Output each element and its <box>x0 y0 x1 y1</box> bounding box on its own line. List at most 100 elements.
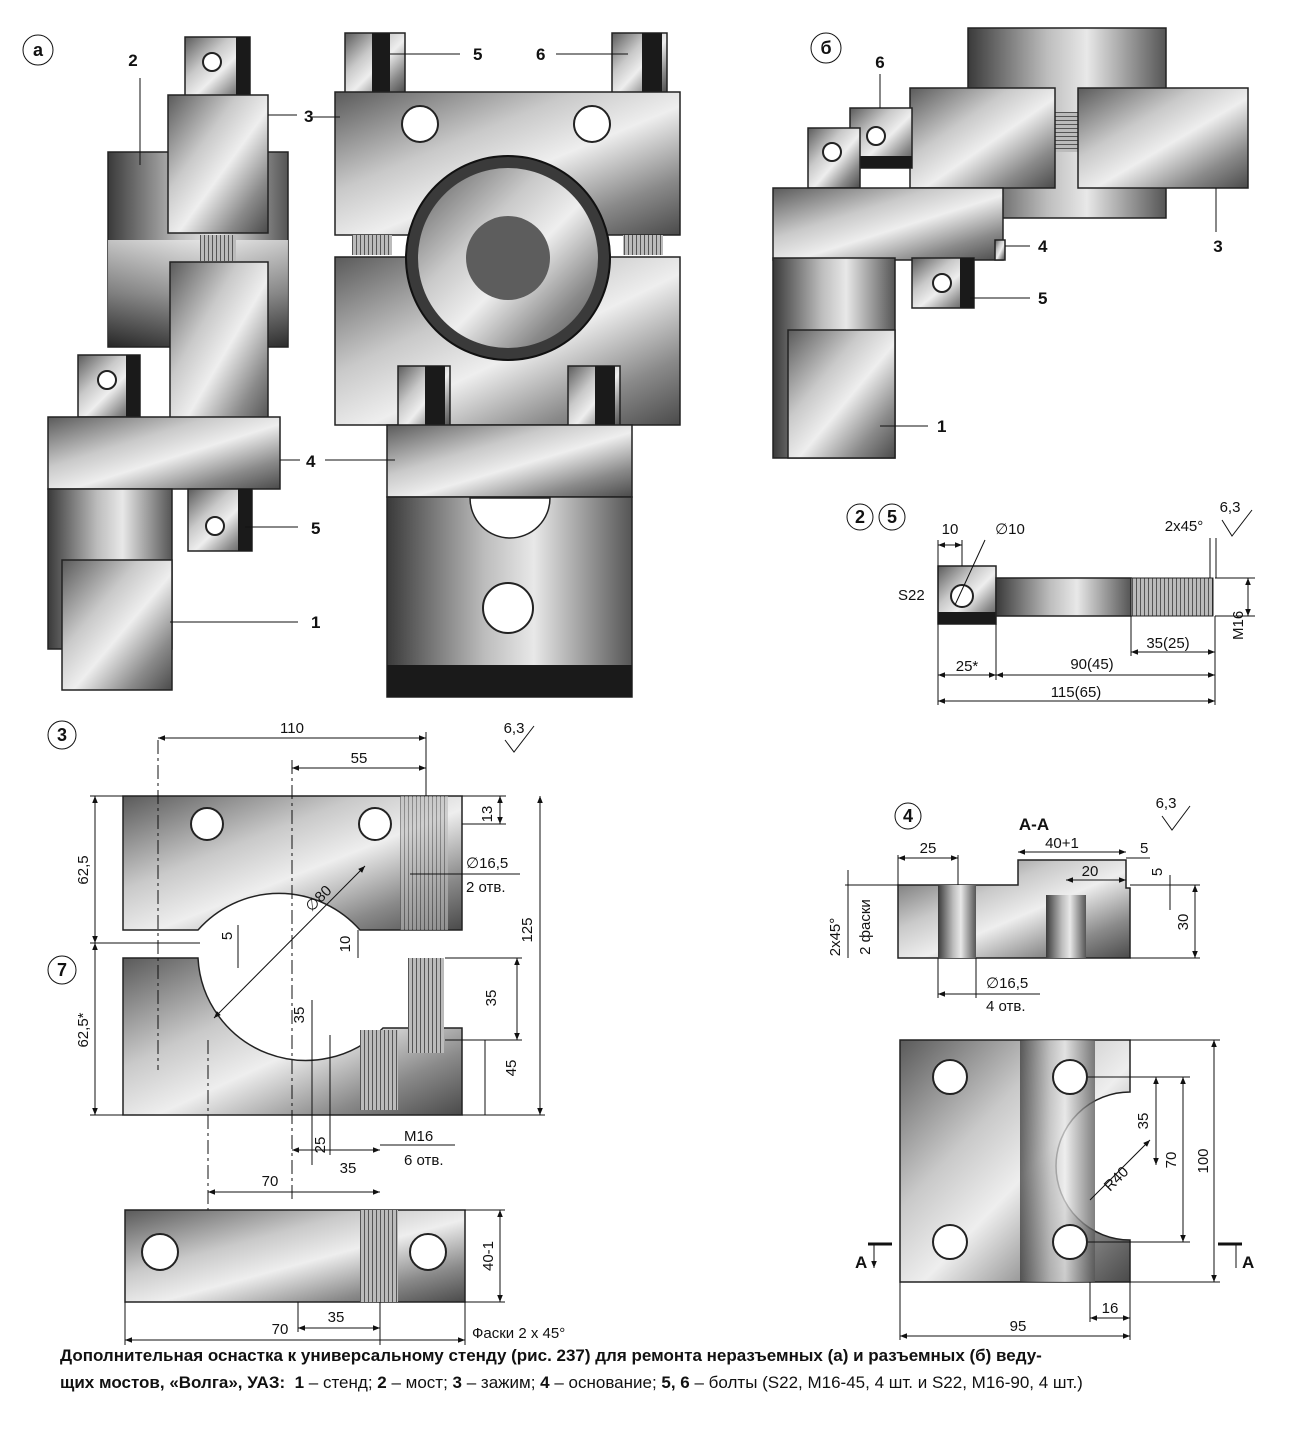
base-section-title: А-А <box>1019 815 1049 834</box>
base-dim-35: 35 <box>1135 1113 1152 1130</box>
caption-num-3: 3 <box>452 1373 462 1392</box>
clamp-dim-40: 40-1 <box>480 1241 497 1271</box>
clamp-b-left <box>909 87 1056 189</box>
caption-num-1: 1 <box>294 1373 305 1392</box>
base-dia-165: ∅16,5 <box>986 975 1028 992</box>
base-dim-20: 20 <box>1082 863 1099 880</box>
clamp-dim-35a: 35 <box>483 990 500 1007</box>
label-b-stand: 1 <box>937 417 946 436</box>
base-dim-95: 95 <box>1010 1318 1027 1335</box>
bolt-thread <box>1130 577 1214 617</box>
bolt-dia-10: ∅10 <box>995 521 1025 538</box>
clamp-dim-625s: 62,5* <box>75 1012 92 1047</box>
bolt-dim-10: 10 <box>942 521 959 538</box>
bolt-len25: 25* <box>956 658 979 675</box>
base-holes4: 4 отв. <box>986 998 1026 1015</box>
caption-title: Дополнительная оснастка к универсальному… <box>60 1346 1042 1365</box>
label-clamp: 3 <box>304 107 313 126</box>
label-bolt6: 6 <box>536 45 545 64</box>
clamp-panel-3: 3 <box>57 725 67 745</box>
clamp-lower <box>169 261 269 431</box>
caption-line-1: Дополнительная оснастка к универсальному… <box>60 1342 1260 1369</box>
clamp-chamfers: Фаски 2 х 45° <box>472 1325 565 1342</box>
caption-text-4: – основание; <box>549 1373 662 1392</box>
clamp-dim-5: 5 <box>219 932 236 940</box>
label-bridge: 2 <box>128 51 137 70</box>
clamp-b-right <box>1077 87 1249 189</box>
label-bolt5-lower: 5 <box>311 519 320 538</box>
base-dim-16: 16 <box>1102 1300 1119 1317</box>
caption-text-1: – стенд; <box>304 1373 378 1392</box>
base-chamfer-count: 2 фаски <box>857 899 874 955</box>
base-b <box>772 187 1004 261</box>
base-dim-100: 100 <box>1195 1148 1212 1173</box>
base-dim-30: 30 <box>1175 914 1192 931</box>
clamp-dim-110: 110 <box>280 720 304 737</box>
base-plate <box>47 416 281 490</box>
bolt-detail: 2 5 10 ∅10 2x45° 6,3 S22 M16 35(25) 25* … <box>846 499 1255 705</box>
label-b-bolt6: 6 <box>875 53 884 72</box>
label-bolt5: 5 <box>473 45 482 64</box>
base-front <box>386 424 633 498</box>
label-b-base: 4 <box>1038 237 1048 256</box>
base-dim-5a: 5 <box>1140 840 1148 857</box>
panel-a-assembly: а <box>22 32 681 698</box>
clamp-dim-70b: 70 <box>272 1321 289 1338</box>
caption-text-2: – мост; <box>386 1373 453 1392</box>
label-base: 4 <box>306 452 316 471</box>
base-dim-5b: 5 <box>1149 868 1166 876</box>
base-dim-70: 70 <box>1163 1152 1180 1169</box>
clamp-dim-70: 70 <box>262 1173 279 1190</box>
clamp-roughness: 6,3 <box>504 720 525 737</box>
bolt-s22: S22 <box>898 587 925 604</box>
clamp-dim-35c: 35 <box>340 1160 357 1177</box>
clamp-m16: M16 <box>404 1128 433 1145</box>
base-panel-4: 4 <box>903 806 913 826</box>
bolt-shank <box>995 577 1132 617</box>
clamp-holes6: 6 отв. <box>404 1152 444 1169</box>
caption-num-4: 4 <box>540 1373 550 1392</box>
bolt-len35: 35(25) <box>1146 635 1189 652</box>
bolt-m16: M16 <box>1230 611 1247 640</box>
clamp-dim-625: 62,5 <box>75 855 92 884</box>
base-roughness: 6,3 <box>1156 795 1177 812</box>
clamp-dim-35d: 35 <box>328 1309 345 1326</box>
panel-b-badge <box>810 32 842 64</box>
base-detail: 4 А-А 6,3 25 40+1 5 20 5 30 2x45° 2 фаск… <box>827 795 1254 1340</box>
bolt-roughness: 6,3 <box>1220 499 1241 516</box>
caption-text-3: – зажим; <box>462 1373 541 1392</box>
section-mark-left: А <box>855 1253 867 1272</box>
caption-num-56: 5, 6 <box>661 1373 690 1392</box>
clamp-upper <box>167 94 269 234</box>
section-mark-right: А <box>1242 1253 1254 1272</box>
base-dim-25: 25 <box>920 840 937 857</box>
bolt-panel-2: 2 <box>855 507 865 527</box>
caption-models: щих мостов, «Волга», УАЗ: <box>60 1373 286 1392</box>
clamp-dia-165: ∅16,5 <box>466 855 508 872</box>
clamp-dim-45: 45 <box>503 1060 520 1077</box>
clamp-panel-7: 7 <box>57 960 67 980</box>
base-dim-40: 40+1 <box>1045 835 1079 852</box>
panel-b-label: б <box>820 38 831 58</box>
clamp-dim-10: 10 <box>337 936 354 953</box>
panel-a-label: а <box>33 40 44 60</box>
clamp-holes2: 2 отв. <box>466 879 506 896</box>
bolt-panel-5: 5 <box>887 507 897 527</box>
clamp-dim-55: 55 <box>351 750 368 767</box>
figure-caption: Дополнительная оснастка к универсальному… <box>60 1342 1260 1396</box>
label-b-clamp: 3 <box>1213 237 1222 256</box>
bolt-len90: 90(45) <box>1070 656 1113 673</box>
base-r40: R40 <box>1101 1163 1132 1194</box>
clamp-dim-125: 125 <box>519 917 536 942</box>
clamp-dim-35b: 35 <box>291 1007 308 1024</box>
panel-a-badge <box>22 34 54 66</box>
base-chamfer: 2x45° <box>827 918 844 957</box>
caption-text-56: – болты (S22, M16-45, 4 шт. и S22, M16-9… <box>689 1373 1083 1392</box>
label-b-bolt5: 5 <box>1038 289 1047 308</box>
clamp-bottom-view <box>124 1209 466 1303</box>
label-stand: 1 <box>311 613 320 632</box>
caption-num-2: 2 <box>377 1373 387 1392</box>
clamp-dim-25: 25 <box>312 1137 329 1154</box>
caption-line-2: щих мостов, «Волга», УАЗ: 1 – стенд; 2 –… <box>60 1369 1260 1396</box>
